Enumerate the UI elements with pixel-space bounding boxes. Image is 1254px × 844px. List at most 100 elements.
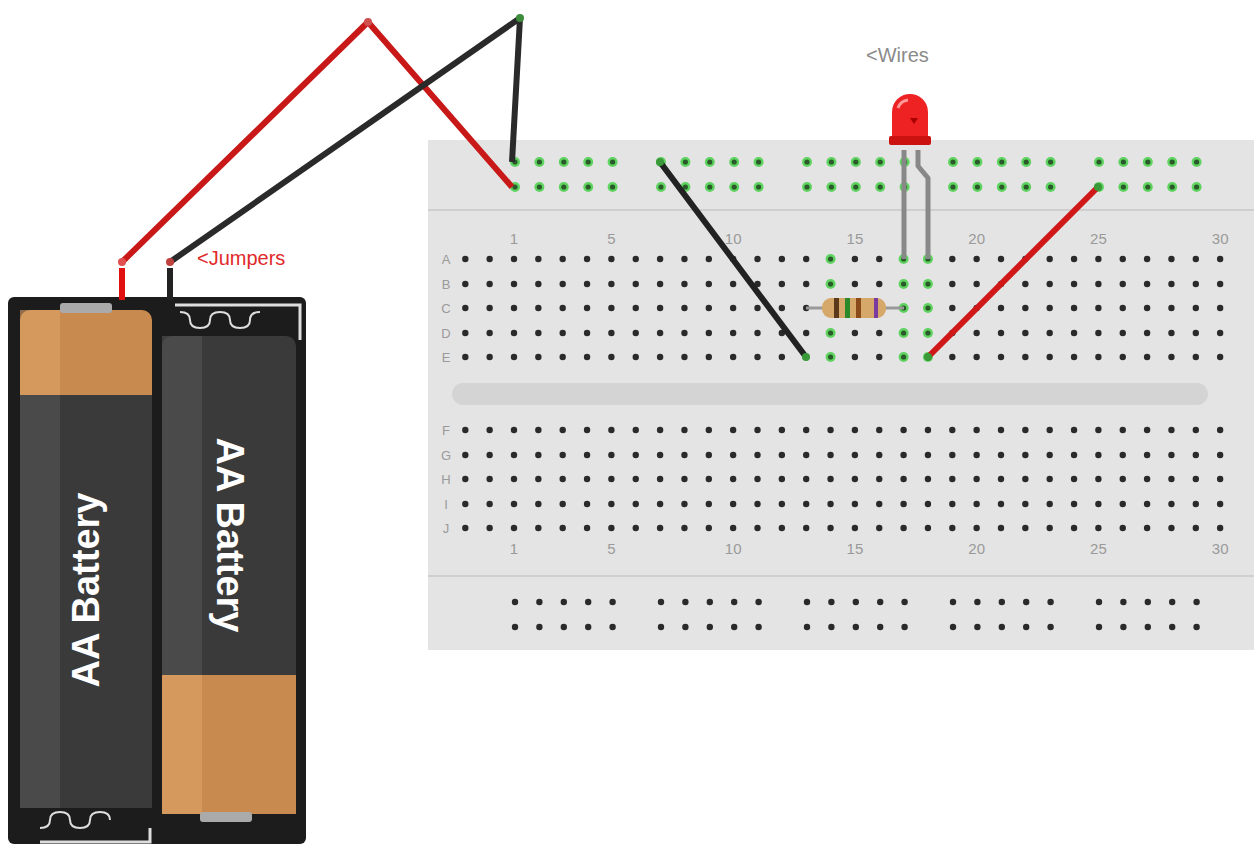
hole [899,328,909,338]
hole [875,157,885,167]
hole [1071,427,1077,433]
hole [608,476,614,482]
hole [1144,452,1150,458]
hole [486,330,492,336]
hole [1096,624,1102,630]
hole [998,427,1004,433]
hole [852,427,858,433]
hole [1047,427,1053,433]
hole [1194,159,1199,164]
hole [925,330,930,335]
hole [535,354,541,360]
hole [804,624,810,630]
hole [852,256,858,262]
hole [779,354,785,360]
hole [853,184,858,189]
hole [876,427,882,433]
column-number: 5 [607,231,615,246]
hole [583,157,593,167]
hole [1096,599,1102,605]
hole [511,501,517,507]
hole [803,281,809,287]
hole [1095,354,1101,360]
hole [511,281,517,287]
hole [633,525,639,531]
hole [633,427,639,433]
hole [729,182,739,192]
hole [851,157,861,167]
hole [754,501,760,507]
hole [683,159,688,164]
hole [535,452,541,458]
hole [584,501,590,507]
hole [826,352,836,362]
rail-divider [428,575,1254,577]
hole [876,354,882,360]
hole [560,256,566,262]
hole [828,330,833,335]
hole [1192,157,1202,167]
hole [901,330,906,335]
hole [852,501,858,507]
row-letter: H [441,473,450,486]
hole [585,599,591,605]
hole [680,157,690,167]
hole [1120,281,1126,287]
hole [827,501,833,507]
row-letter: I [444,498,448,511]
hole [803,330,809,336]
hole [706,330,712,336]
hole [1095,305,1101,311]
row-letter: A [442,253,451,266]
hole [950,599,956,605]
hole [1022,281,1028,287]
hole [1071,305,1077,311]
hole [826,157,836,167]
hole [535,476,541,482]
hole [682,624,688,630]
hole [706,281,712,287]
hole [681,452,687,458]
row-letter: C [441,302,450,315]
hole [826,279,836,289]
hole [462,354,468,360]
hole [1168,501,1174,507]
column-number: 15 [847,541,864,556]
hole [1023,624,1029,630]
hole [1095,330,1101,336]
column-number: 10 [725,541,742,556]
hole [1024,184,1029,189]
hole [829,159,834,164]
hole [657,330,663,336]
hole [486,256,492,262]
hole [754,256,760,262]
hole [633,501,639,507]
wire-end [166,258,174,266]
hole [755,624,761,630]
hole [878,159,883,164]
hole [901,281,906,286]
hole [1071,354,1077,360]
hole [681,330,687,336]
led [889,94,931,259]
hole [999,159,1004,164]
hole [1047,525,1053,531]
hole [1170,184,1175,189]
wire-end [1094,183,1102,191]
hole [1193,305,1199,311]
hole [706,256,712,262]
hole [998,525,1004,531]
hole [730,354,736,360]
wire-end [802,353,810,361]
hole [560,452,566,458]
hole [486,281,492,287]
hole [1193,427,1199,433]
hole [1168,452,1174,458]
battery-lead [119,268,125,300]
hole [950,159,955,164]
hole [682,599,688,605]
hole [1168,330,1174,336]
hole [1217,354,1223,360]
hole [754,305,760,311]
hole [658,184,663,189]
